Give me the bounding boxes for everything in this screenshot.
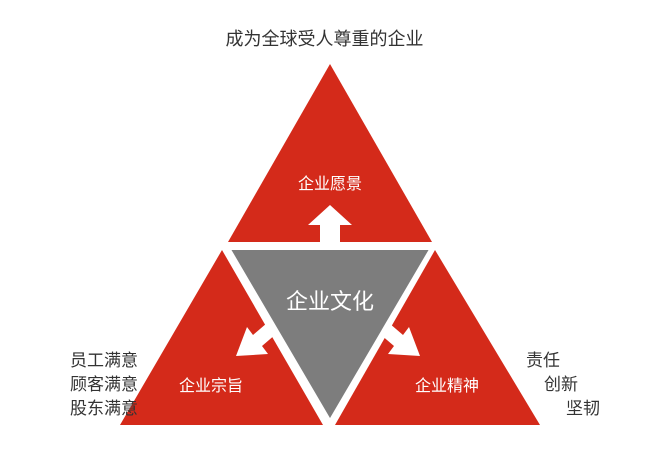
note-employee: 员工满意 [70,351,138,371]
note-innovation: 创新 [544,375,578,395]
spirit-label: 企业精神 [415,376,479,395]
spirit-triangle [335,250,540,425]
stakeholder-notes: 员工满意 顾客满意 股东满意 [14,349,138,421]
note-responsibility: 责任 [526,351,560,371]
note-shareholder: 股东满意 [70,399,138,419]
purpose-label: 企业宗旨 [179,376,243,395]
arrow-down-right-icon [380,323,420,356]
arrow-down-left-icon [236,323,276,356]
note-customer: 顾客满意 [70,375,138,395]
purpose-triangle [120,250,323,425]
vision-label: 企业愿景 [298,174,362,193]
vision-triangle [228,64,432,242]
culture-center-triangle [224,246,436,426]
spirit-notes: 责任 创新 坚韧 [526,349,636,421]
arrow-up-icon [308,205,352,243]
culture-label: 企业文化 [286,290,374,315]
note-tenacity: 坚韧 [566,399,600,419]
top-caption: 成为全球受人尊重的企业 [225,29,424,50]
